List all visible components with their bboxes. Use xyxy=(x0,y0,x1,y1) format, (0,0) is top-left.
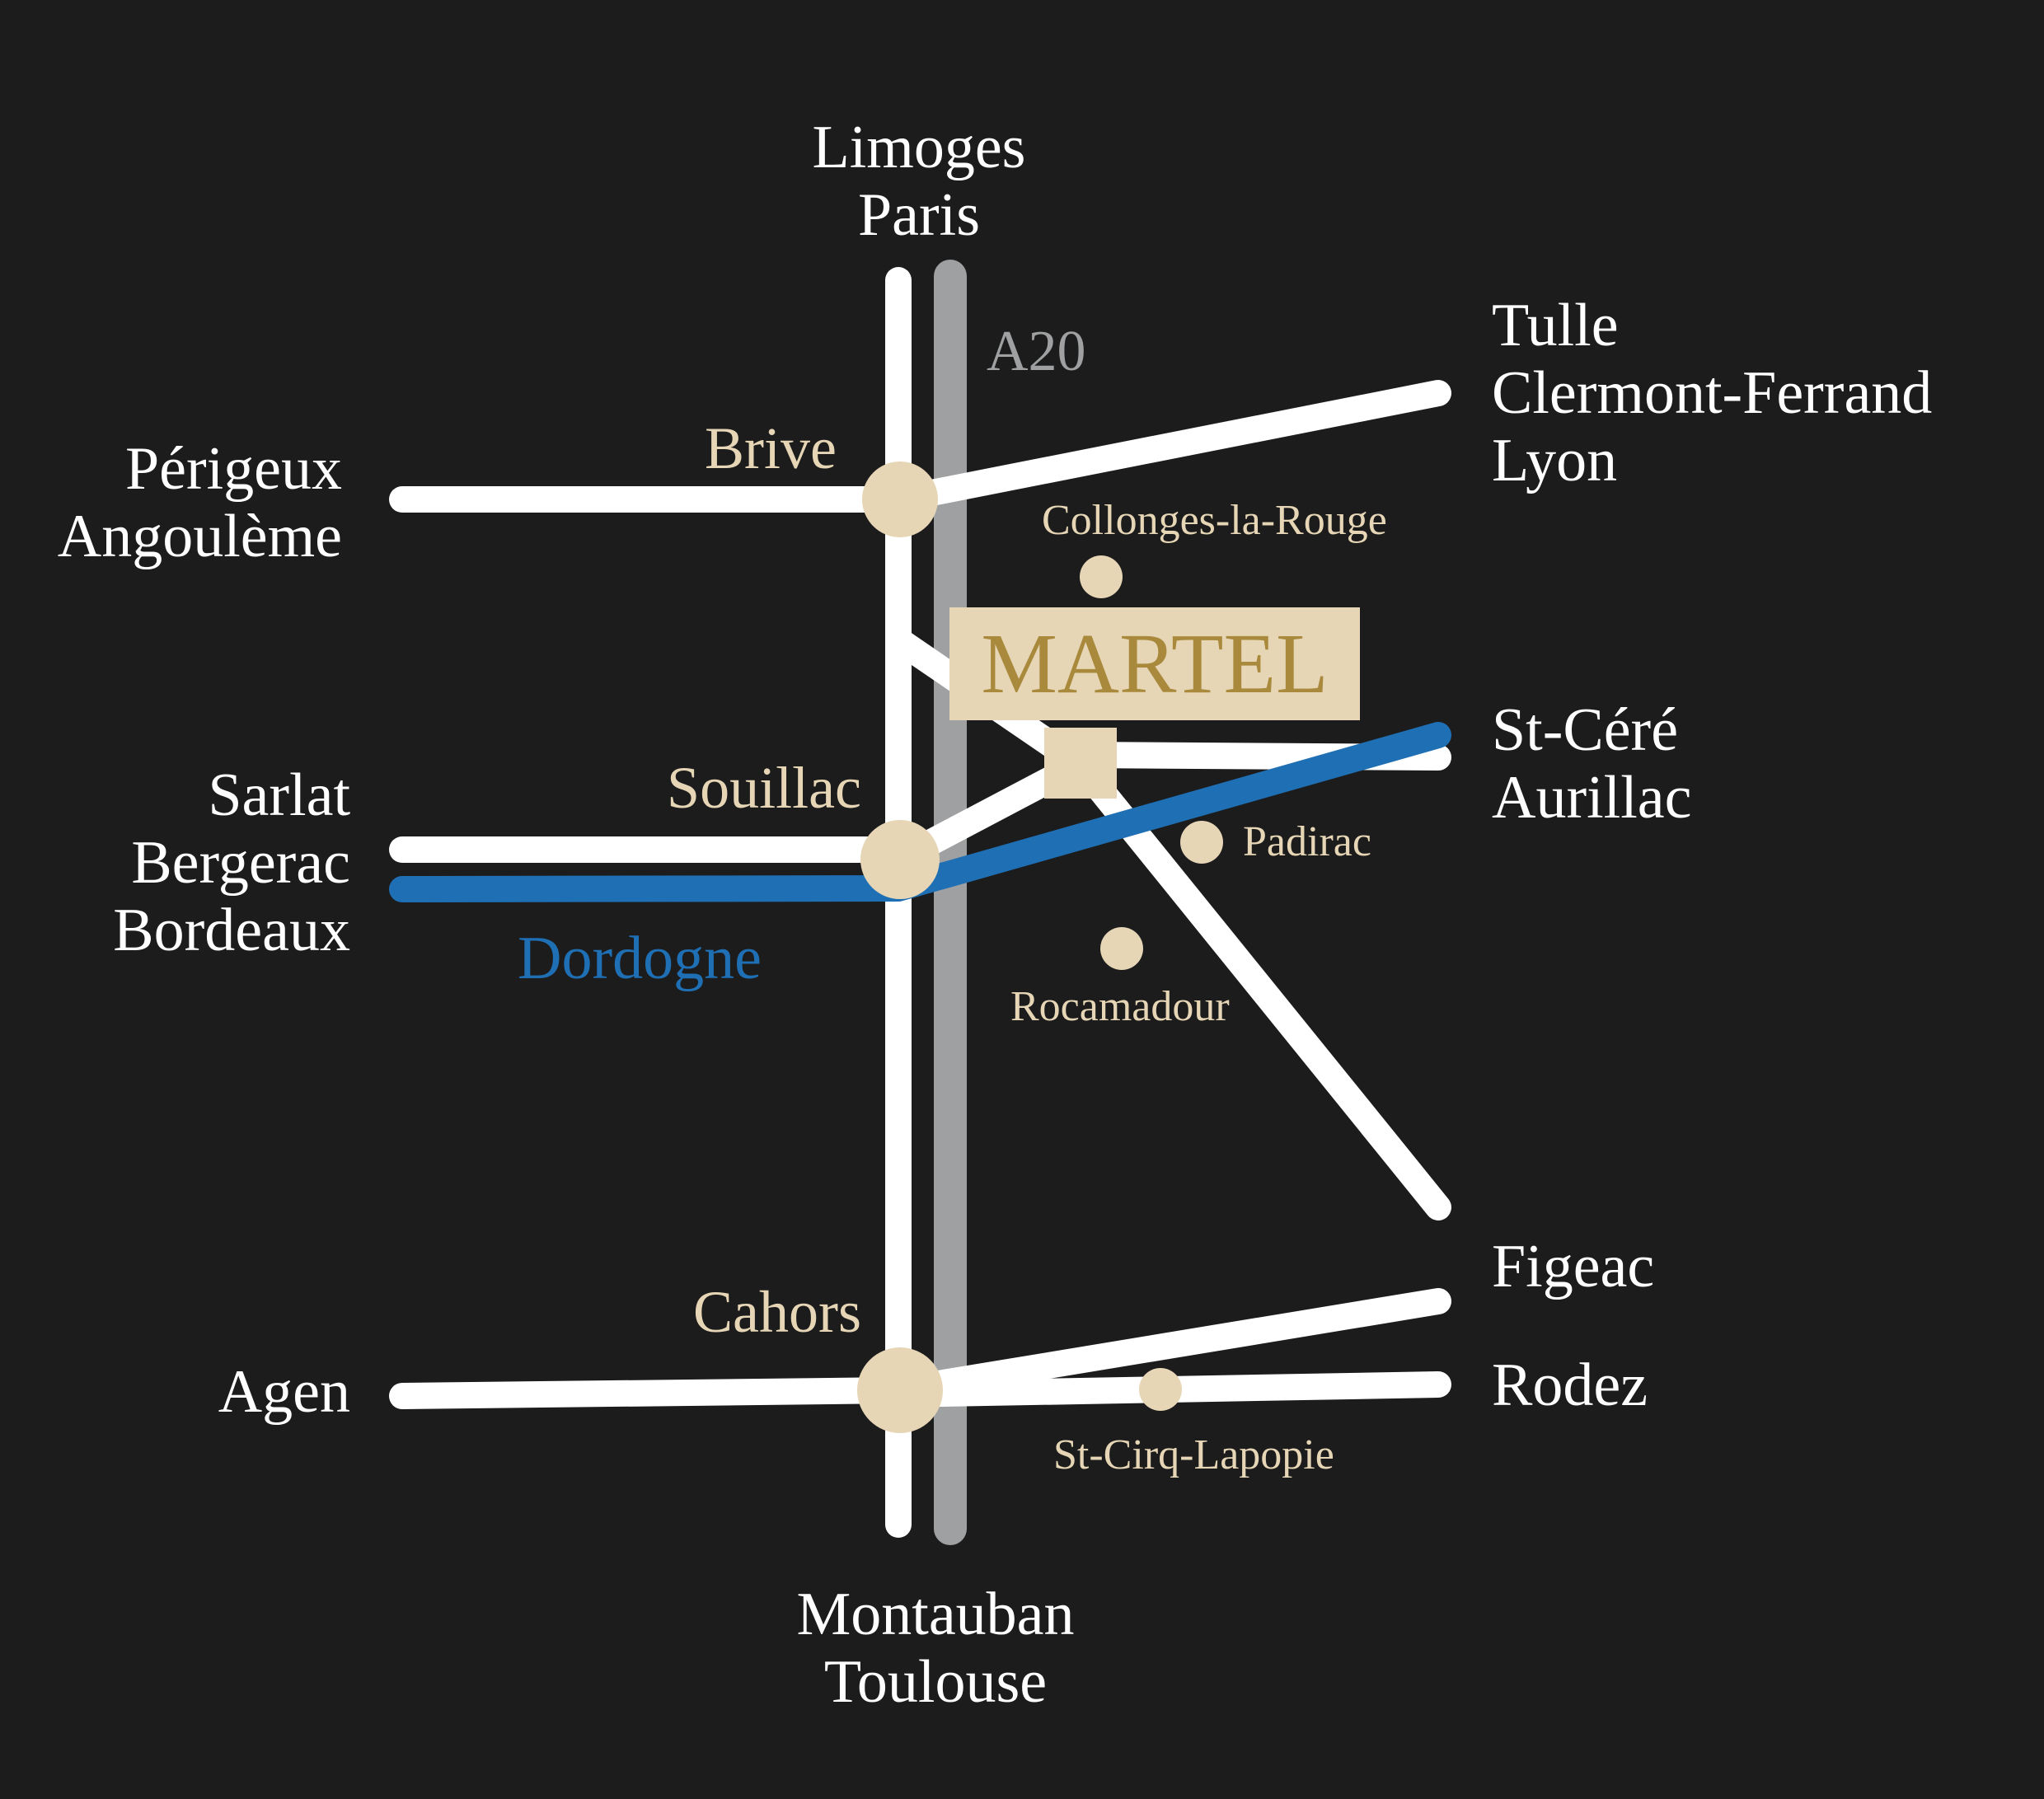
padirac-marker xyxy=(1180,821,1223,864)
saint-cirq-marker xyxy=(1139,1368,1182,1411)
dordogne-label: Dordogne xyxy=(518,925,762,992)
brive-label: Brive xyxy=(705,415,837,481)
destination-agen: Agen xyxy=(218,1358,350,1426)
destination-paris: Paris xyxy=(858,181,980,249)
souillac-marker xyxy=(860,820,940,899)
destination-south: Montauban Toulouse xyxy=(742,1581,1129,1716)
road-martel-figeac xyxy=(1067,751,1451,1220)
destination-limoges: Limoges xyxy=(812,114,1026,181)
martel-label: MARTEL xyxy=(981,616,1329,711)
destination-st-cere: St-Céré xyxy=(1492,696,1679,764)
destination-clermont-ferrand: Clermont-Ferrand xyxy=(1492,359,1933,427)
destination-west-mid: Sarlat Bergerac Bordeaux xyxy=(33,761,350,964)
destination-figeac: Figeac xyxy=(1492,1233,1655,1300)
destination-west-top: Périgeux Angoulème xyxy=(33,435,342,570)
road-tulle xyxy=(885,380,1451,513)
padirac-label: Padirac xyxy=(1243,818,1371,865)
collonges-label: Collonges-la-Rouge xyxy=(1042,497,1387,544)
destination-rodez: Rodez xyxy=(1492,1352,1648,1419)
destination-tulle: Tulle xyxy=(1492,292,1619,359)
saint-cirq-label: St-Cirq-Lapopie xyxy=(1053,1431,1334,1478)
destination-toulouse: Toulouse xyxy=(823,1648,1048,1716)
destination-lyon: Lyon xyxy=(1492,427,1618,494)
destination-aurillac: Aurillac xyxy=(1492,764,1692,832)
collonges-marker xyxy=(1080,555,1123,598)
souillac-label: Souillac xyxy=(667,755,861,821)
cahors-label: Cahors xyxy=(693,1279,861,1345)
rocamadour-label: Rocamadour xyxy=(1010,983,1230,1030)
destination-bergerac: Bergerac xyxy=(131,829,350,897)
a20-label: A20 xyxy=(987,320,1086,383)
road-figeac xyxy=(885,1288,1451,1403)
destination-angouleme: Angoulème xyxy=(57,503,342,570)
destination-north: Limoges Paris xyxy=(758,114,1080,249)
martel-square-marker xyxy=(1044,728,1117,799)
destination-perigueux: Périgeux xyxy=(124,435,342,503)
destination-sarlat: Sarlat xyxy=(208,761,350,829)
destination-montauban: Montauban xyxy=(796,1581,1075,1648)
martel-label-box xyxy=(949,607,1360,720)
brive-marker xyxy=(862,461,938,537)
cahors-marker xyxy=(857,1347,943,1433)
rocamadour-marker xyxy=(1100,927,1143,970)
road-agen xyxy=(389,1377,912,1409)
destination-bordeaux: Bordeaux xyxy=(113,897,350,964)
destination-east-mid: St-Céré Aurillac xyxy=(1492,696,1691,832)
destination-northeast: Tulle Clermont-Ferrand Lyon xyxy=(1492,292,1932,494)
